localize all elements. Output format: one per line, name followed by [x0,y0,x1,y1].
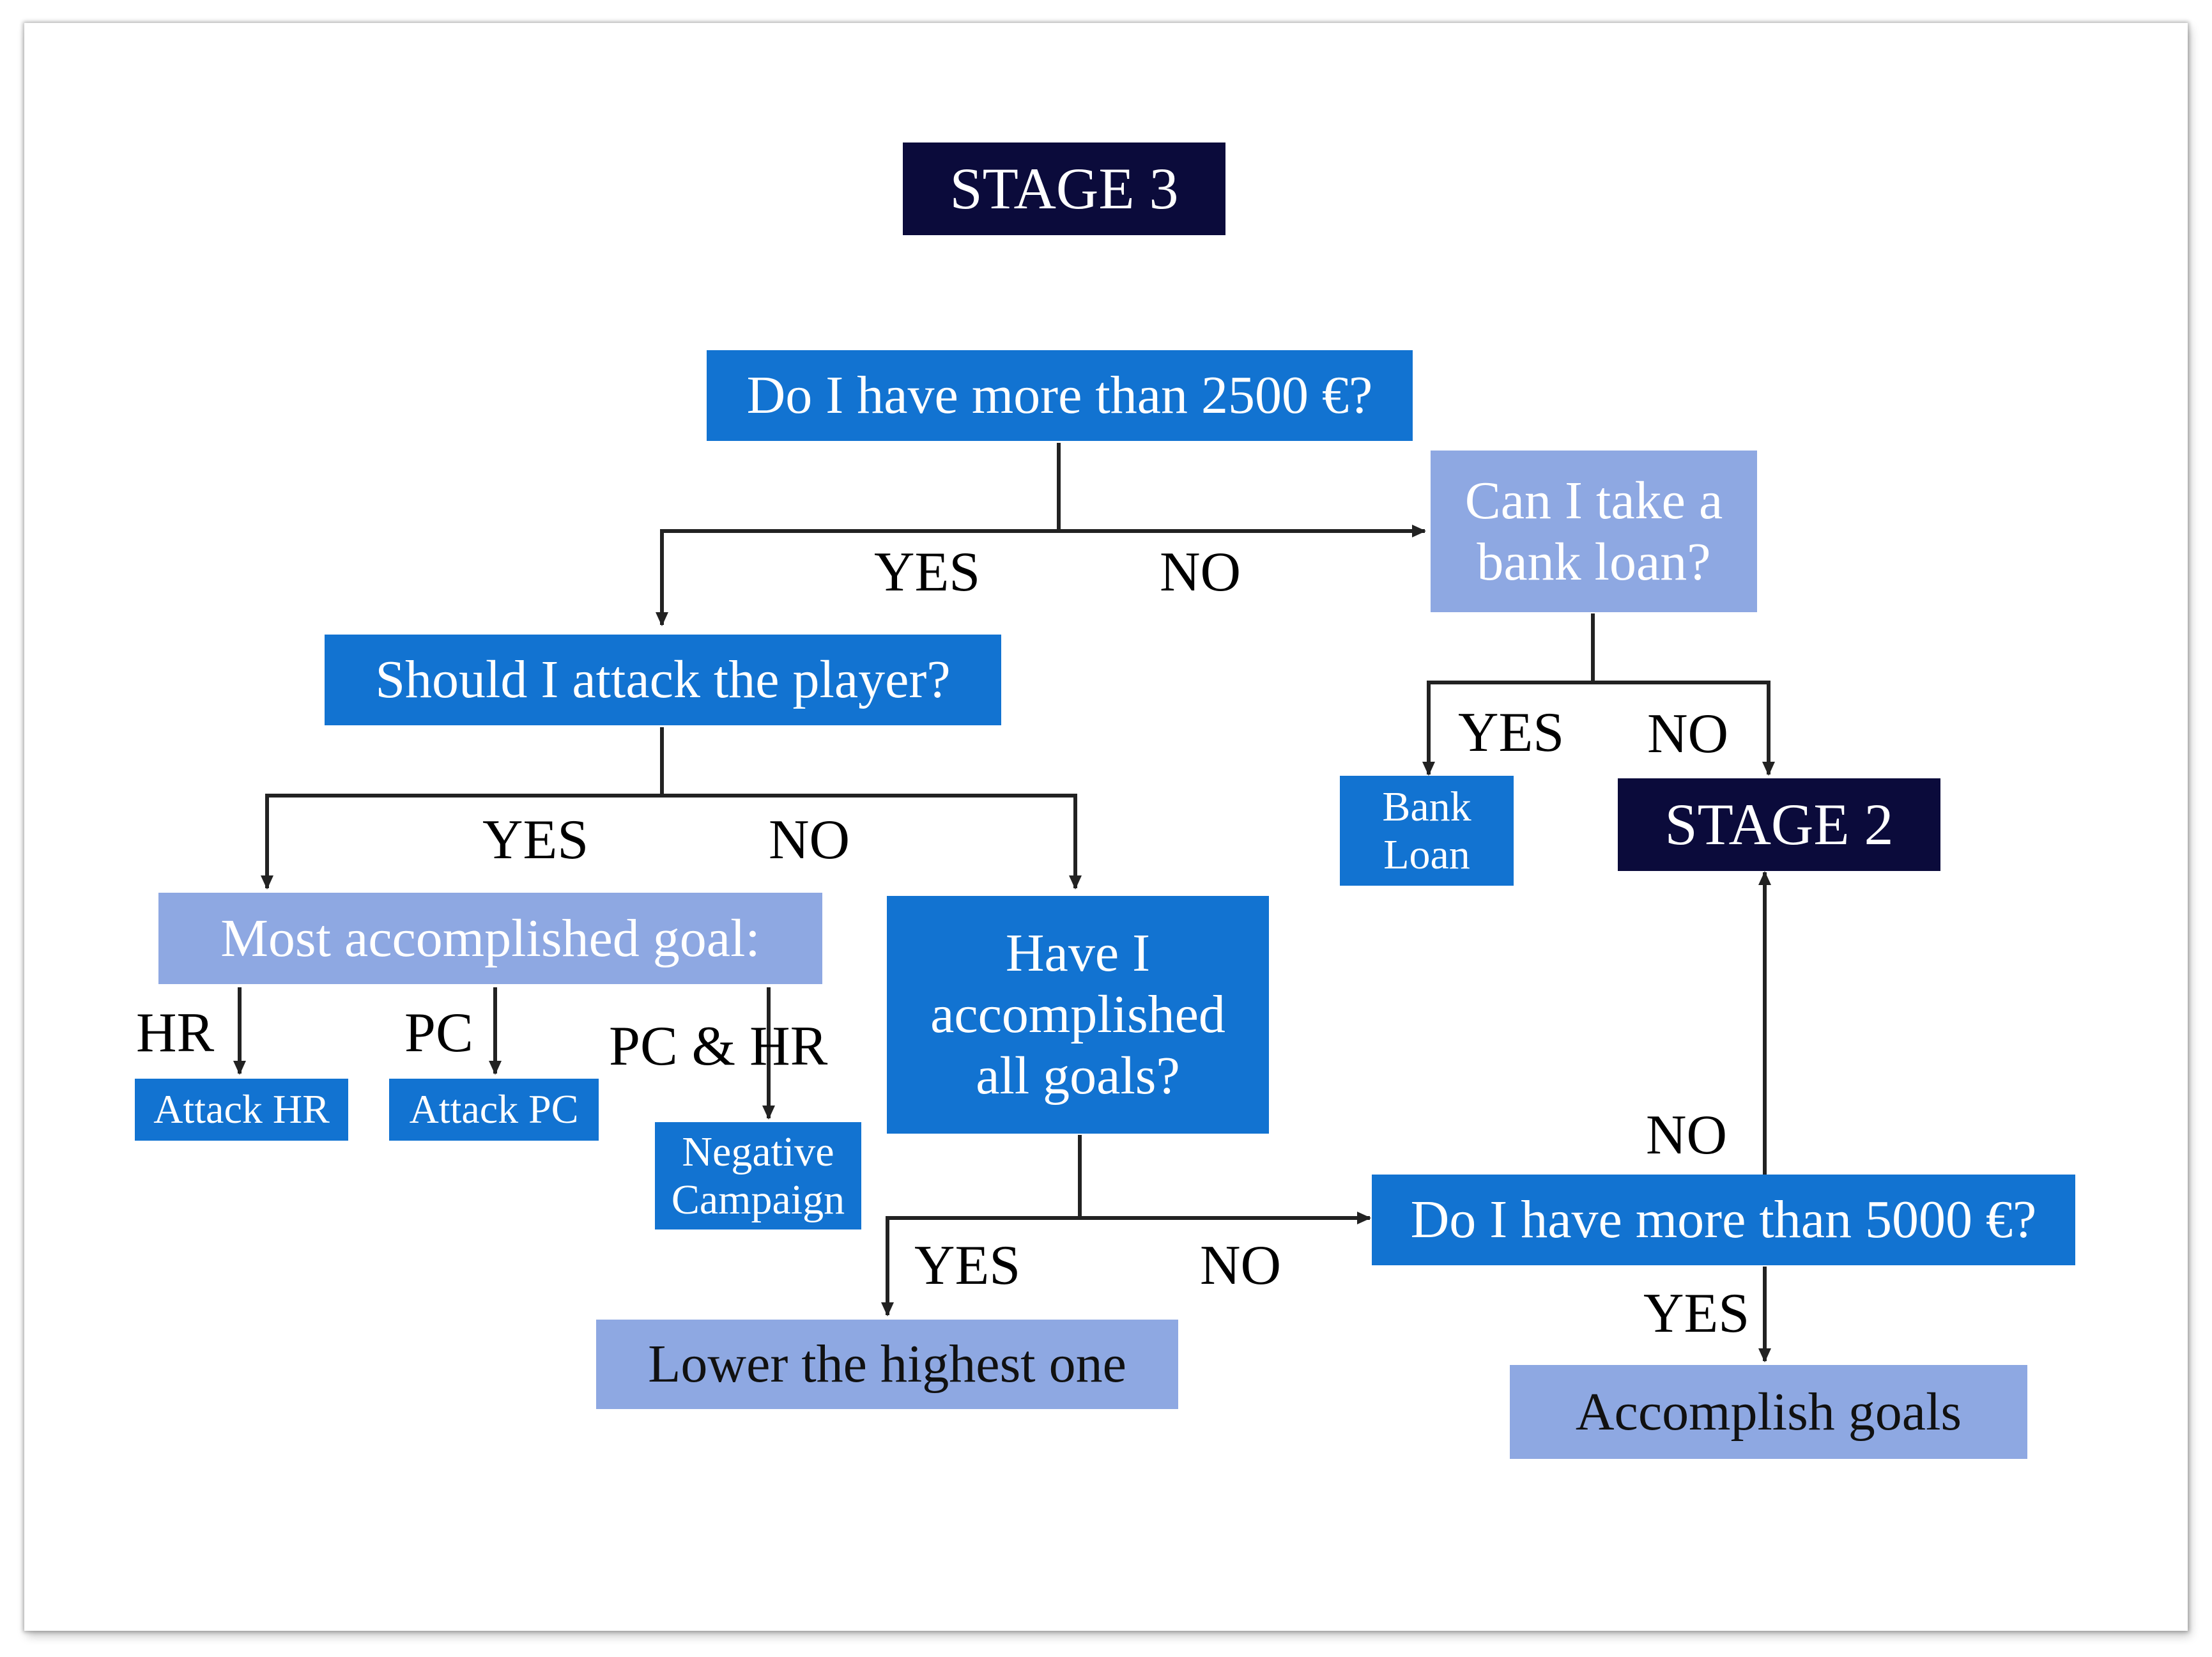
edge-loan-yes [1422,681,1593,776]
bank-loan-box: Bank Loan [1340,776,1514,886]
attack-pc-box: Attack PC [389,1079,599,1141]
label-yes-2500: YES [874,541,981,603]
question-attack-player: Should I attack the player? [325,635,1001,725]
negative-campaign-box: Negative Campaign [655,1122,861,1229]
edge-goals-yes [881,1216,1080,1316]
label-yes-5000: YES [1643,1283,1750,1345]
most-accomplished-goal: Most accomplished goal: [158,893,822,984]
label-no-loan: NO [1647,703,1729,765]
label-no-goals: NO [1200,1235,1282,1297]
label-yes-attack: YES [482,809,589,871]
label-yes-goals: YES [914,1235,1021,1297]
edge-2500-yes [656,529,1059,626]
label-hr: HR [136,1002,215,1064]
label-pc: PC [404,1002,473,1064]
attack-hr-box: Attack HR [135,1079,348,1141]
lower-highest-one: Lower the highest one [596,1320,1178,1409]
label-no-attack: NO [769,809,850,871]
stage-3-title: STAGE 3 [903,143,1225,235]
edge-attack-yes [261,794,662,890]
edge-loan-no [1593,681,1775,776]
question-all-goals: Have I accomplished all goals? [887,896,1269,1134]
accomplish-goals: Accomplish goals [1510,1365,2027,1459]
question-bank-loan: Can I take a bank loan? [1431,451,1757,612]
label-no-5000: NO [1646,1104,1728,1166]
label-yes-loan: YES [1458,702,1565,764]
question-more-than-2500: Do I have more than 2500 €? [707,350,1413,441]
label-no-2500: NO [1160,541,1241,603]
edge-attack-no [662,794,1082,890]
question-more-than-5000: Do I have more than 5000 €? [1372,1175,2075,1265]
label-pc-and-hr: PC & HR [609,1015,828,1077]
stage-2-box: STAGE 2 [1618,778,1940,871]
